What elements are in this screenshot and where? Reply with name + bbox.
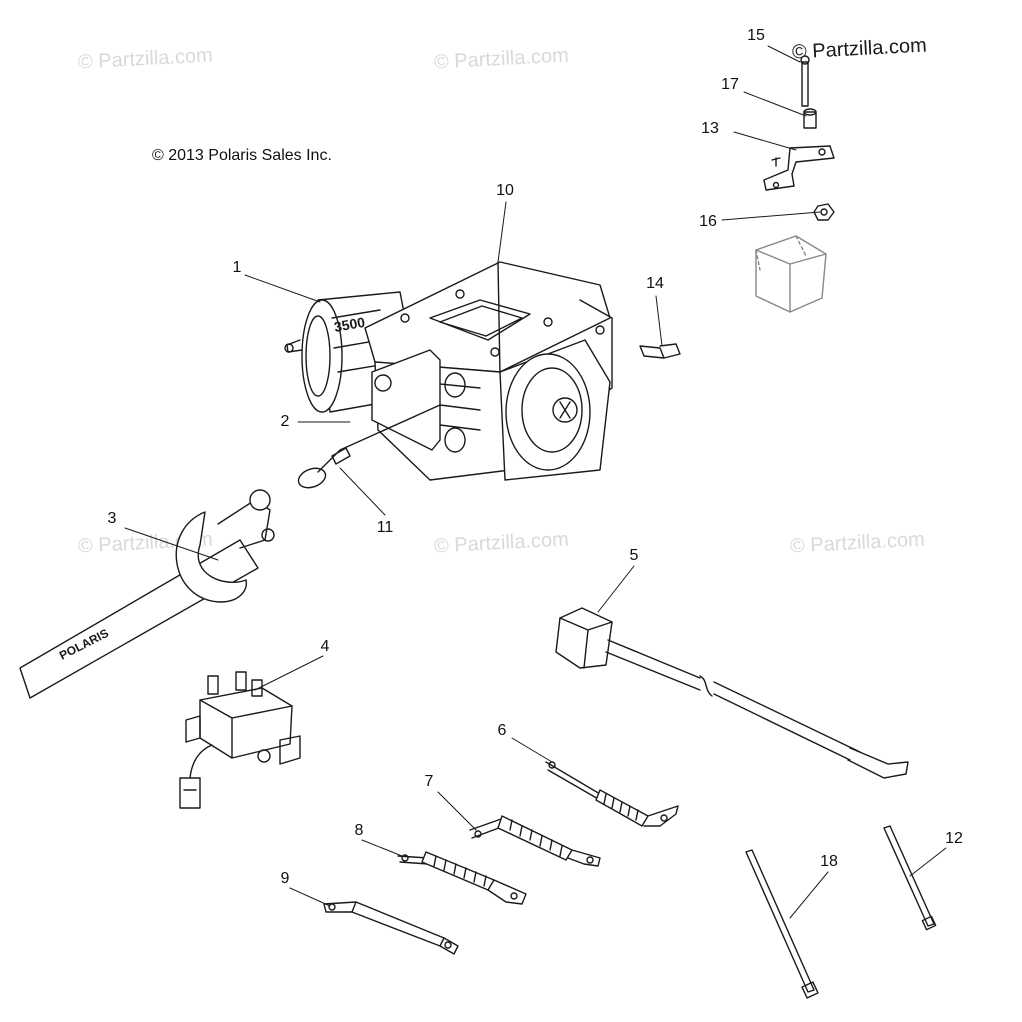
callout-15: 15 xyxy=(747,27,765,44)
callout-1: 1 xyxy=(232,259,242,276)
winch-solenoid xyxy=(179,671,301,809)
spacer-17 xyxy=(803,108,817,129)
callout-3: 3 xyxy=(107,510,117,527)
callout-11: 11 xyxy=(376,519,394,536)
callout-14: 14 xyxy=(646,275,664,292)
battery-cable-8 xyxy=(397,851,527,905)
copyright-notice: © 2013 Polaris Sales Inc. xyxy=(152,147,332,164)
battery-cable-7 xyxy=(469,815,601,867)
callout-7: 7 xyxy=(424,773,434,790)
callout-18: 18 xyxy=(820,853,838,870)
callout-16: 16 xyxy=(699,213,717,230)
callout-17: 17 xyxy=(721,76,739,93)
pin-15 xyxy=(800,55,810,107)
callout-6: 6 xyxy=(497,722,507,739)
callout-2: 2 xyxy=(280,413,290,430)
nut-16 xyxy=(813,203,835,221)
callout-4: 4 xyxy=(320,638,330,655)
mount-bracket-13 xyxy=(763,145,835,191)
winch-strap-hook: POLARIS xyxy=(19,489,275,699)
callout-8: 8 xyxy=(354,822,364,839)
callout-5: 5 xyxy=(629,547,639,564)
battery-cable-9 xyxy=(323,901,459,955)
winch-model-label: 3500 xyxy=(333,314,367,335)
callout-9: 9 xyxy=(280,870,290,887)
callout-12: 12 xyxy=(945,830,963,847)
leader-lines xyxy=(124,45,947,919)
rocker-switch-harness xyxy=(555,607,909,779)
reference-box xyxy=(755,235,827,313)
callout-10: 10 xyxy=(496,182,514,199)
callout-13: 13 xyxy=(701,120,719,137)
battery-cable-6 xyxy=(545,761,679,827)
winch-assembly: 3500 xyxy=(284,261,613,489)
bolt-14 xyxy=(639,343,681,359)
rod-18 xyxy=(745,849,819,999)
rod-12 xyxy=(883,825,937,931)
